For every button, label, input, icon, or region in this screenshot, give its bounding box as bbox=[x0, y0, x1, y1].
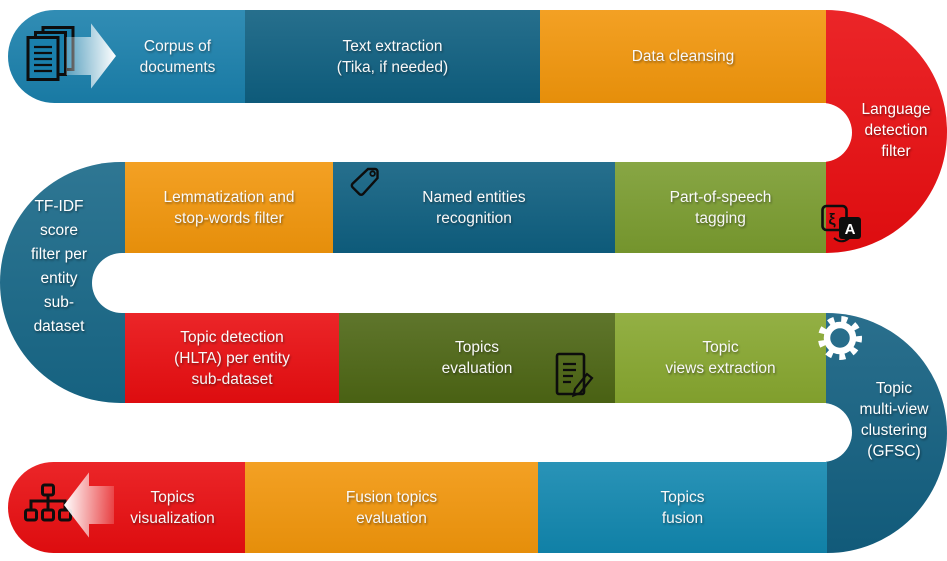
white-notch-top bbox=[480, 103, 852, 162]
step-topic-views-extraction: Topic views extraction bbox=[615, 313, 826, 403]
step-fusion-evaluation-label: Fusion topics evaluation bbox=[345, 488, 438, 527]
document-edit-icon bbox=[555, 352, 594, 398]
white-notch-middle bbox=[92, 253, 472, 313]
step-topics-fusion: Topics fusion bbox=[538, 462, 827, 553]
step-clustering-label: Topic multi-view clustering (GFSC) bbox=[859, 380, 929, 460]
white-notch-bottom bbox=[480, 403, 852, 462]
step-topic-detection-hlta: Topic detection (HLTA) per entity sub-da… bbox=[125, 313, 339, 403]
step-topics-evaluation-label: Topics evaluation bbox=[441, 339, 513, 377]
step-data-cleansing: Data cleansing bbox=[540, 10, 826, 103]
svg-text:ξ: ξ bbox=[828, 212, 836, 229]
step-topics-evaluation: Topics evaluation bbox=[339, 313, 615, 403]
tag-icon bbox=[350, 167, 379, 196]
step-part-of-speech-tagging: Part-of-speech tagging bbox=[615, 162, 826, 253]
step-topics-fusion-label: Topics fusion bbox=[660, 488, 705, 527]
step-fusion-topics-evaluation: Fusion topics evaluation bbox=[245, 462, 538, 553]
svg-text:A: A bbox=[845, 221, 856, 238]
step-topic-views-label: Topic views extraction bbox=[665, 339, 776, 377]
step-text-extraction: Text extraction (Tika, if needed) bbox=[245, 10, 540, 103]
gear-icon bbox=[818, 316, 862, 360]
step-language-detection-label: Language detection filter bbox=[861, 101, 931, 160]
step-ner-label: Named entities recognition bbox=[422, 188, 526, 227]
step-topic-detection-label: Topic detection (HLTA) per entity sub-da… bbox=[174, 328, 290, 388]
step-lemmatization-stopwords: Lemmatization and stop-words filter bbox=[125, 162, 333, 253]
step-named-entities-recognition: Named entities recognition bbox=[333, 162, 615, 253]
step-pos-tagging-label: Part-of-speech tagging bbox=[669, 188, 772, 227]
step-corpus-label: Corpus of documents bbox=[139, 37, 216, 76]
step-data-cleansing-label: Data cleansing bbox=[631, 48, 735, 65]
step-topic-multiview-clustering: Topic multi-view clustering (GFSC) bbox=[843, 378, 945, 462]
translate-icon: ξ A bbox=[821, 204, 861, 243]
step-text-extraction-label: Text extraction (Tika, if needed) bbox=[336, 37, 449, 76]
step-tfidf-label: TF-IDF score filter per entity sub- data… bbox=[31, 198, 87, 335]
step-topics-visualization: Topics visualization bbox=[8, 462, 245, 553]
step-topics-visualization-label: Topics visualization bbox=[130, 488, 215, 527]
step-language-detection-filter: Language detection filter bbox=[849, 99, 943, 162]
step-tfidf-score-filter: TF-IDF score filter per entity sub- data… bbox=[8, 195, 110, 339]
step-lemmatization-label: Lemmatization and stop-words filter bbox=[163, 188, 295, 227]
